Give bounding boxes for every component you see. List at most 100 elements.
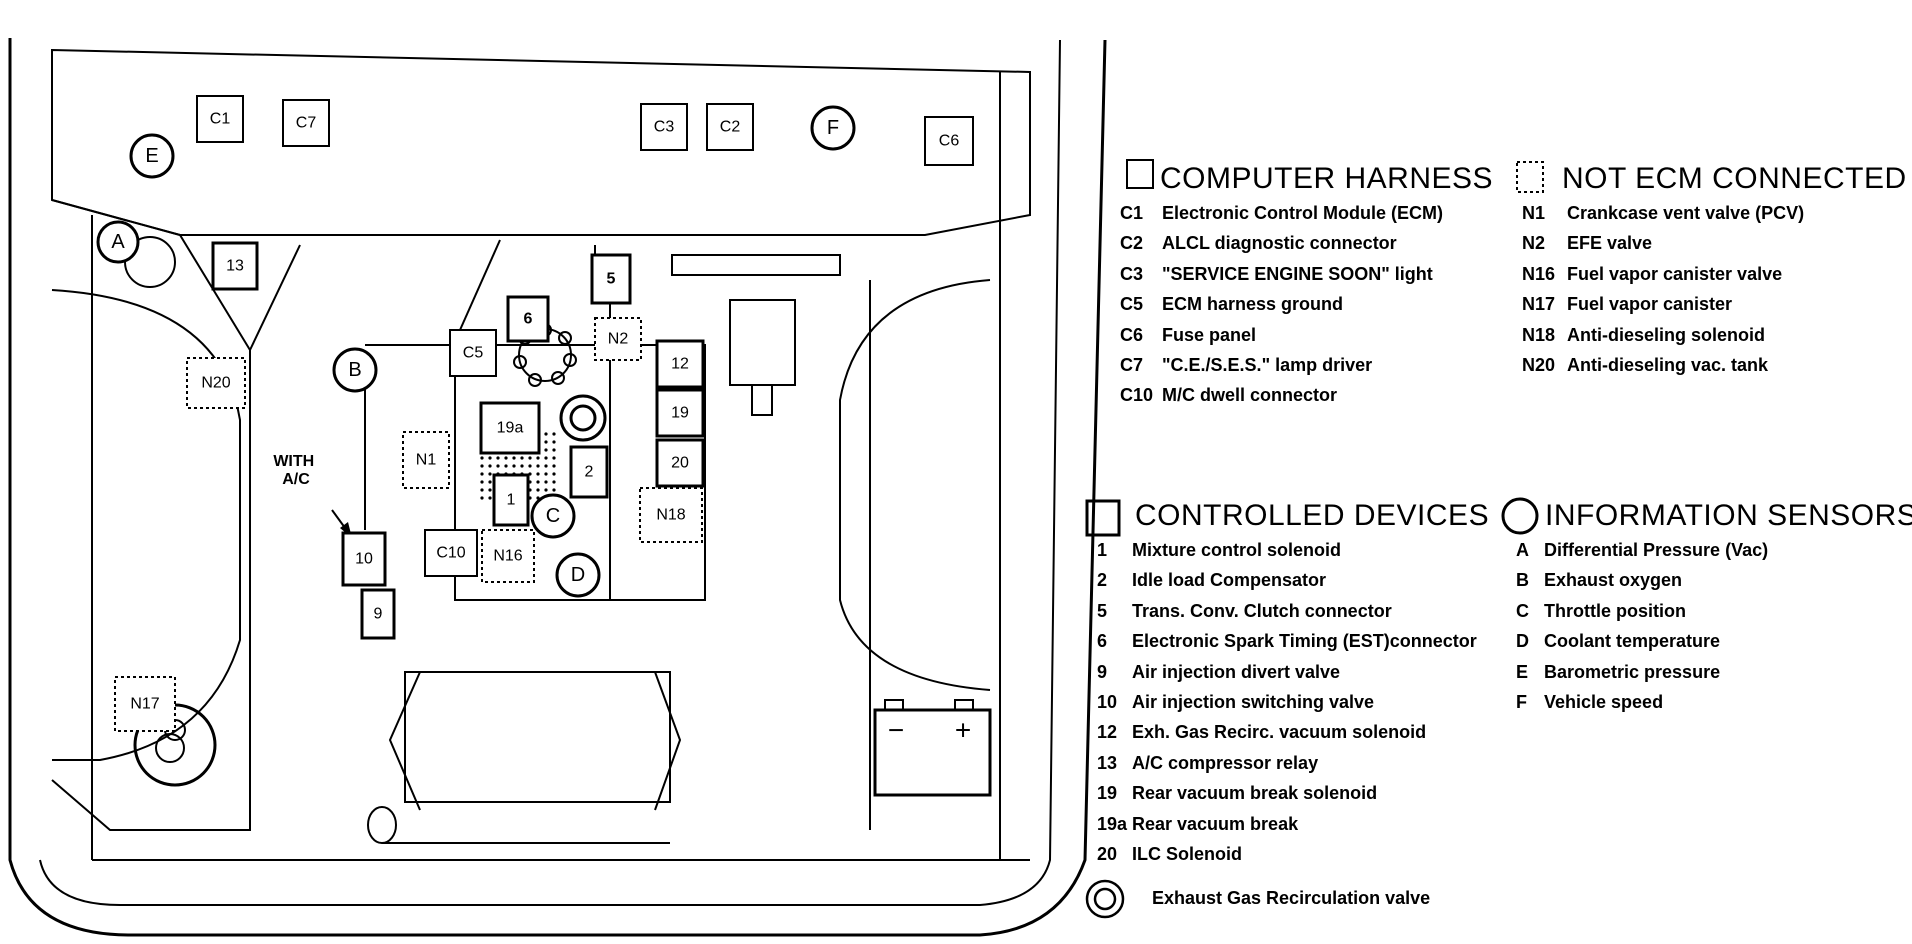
air-cleaner <box>404 671 671 803</box>
label-with-ac: WITH A/C <box>273 453 318 488</box>
legend-item-code: B <box>1516 570 1529 591</box>
label-c: C <box>546 505 560 527</box>
legend-circle-icon <box>1501 497 1539 535</box>
label-c7: C7 <box>296 115 317 132</box>
legend-item-code: C3 <box>1120 263 1144 284</box>
harness-line-c5 <box>459 239 501 331</box>
legend-item-text: A/C compressor relay <box>1132 752 1319 773</box>
legend-item-text: Fuse panel <box>1162 324 1257 345</box>
legend-item-code: C10 <box>1120 385 1154 406</box>
box-n17 <box>114 676 176 732</box>
label-c1: C1 <box>210 111 231 128</box>
label-d: D <box>571 564 585 586</box>
legend-title-not-ecm-connected: NOT ECM CONNECTED <box>1562 162 1907 195</box>
box-20 <box>655 438 705 488</box>
legend-item: A Differential Pressure (Vac) <box>1516 535 1768 565</box>
box-c2 <box>706 103 754 151</box>
circle-a <box>96 220 140 264</box>
legend-item-code: F <box>1516 691 1527 712</box>
legend-item-code: 13 <box>1097 752 1118 773</box>
legend-title-information-sensors: INFORMATION SENSORS <box>1545 499 1912 532</box>
legend-item-text: Anti-dieseling solenoid <box>1567 324 1766 345</box>
label-5: 5 <box>607 271 616 288</box>
circle-f <box>810 105 856 151</box>
egr-valve <box>559 394 607 442</box>
legend-item-text: Crankcase vent valve (PCV) <box>1567 203 1805 223</box>
legend-item-text: Exh. Gas Recirc. vacuum solenoid <box>1132 722 1427 743</box>
label-19: 19 <box>671 405 689 422</box>
legend-egr-note: Exhaust Gas Recirculation valve <box>1152 888 1431 908</box>
legend-item-text: Differential Pressure (Vac) <box>1544 540 1769 560</box>
legend-item-text: Electronic Control Module (ECM) <box>1162 203 1443 223</box>
legend-item-code: 5 <box>1097 600 1108 621</box>
legend-item-code: 1 <box>1097 540 1108 560</box>
legend-item-text: Electronic Spark Timing (EST)connector <box>1132 631 1477 652</box>
box-c7 <box>282 99 330 147</box>
label-with-ac-line1: WITH <box>273 453 314 470</box>
label-c3: C3 <box>654 119 675 136</box>
legend-item-code: 9 <box>1097 661 1108 682</box>
legend-item-text: Barometric pressure <box>1544 661 1721 682</box>
legend-item-code: N16 <box>1522 263 1556 284</box>
legend-item-code: N18 <box>1522 324 1556 345</box>
legend-item-text: Fuel vapor canister <box>1567 294 1733 315</box>
box-c10 <box>424 529 478 577</box>
label-20: 20 <box>671 455 689 472</box>
legend-item-code: A <box>1516 540 1529 560</box>
label-with-ac-line2: A/C <box>282 471 310 488</box>
label-13: 13 <box>226 258 244 275</box>
legend-item-text: Coolant temperature <box>1544 631 1721 652</box>
box-13 <box>211 241 259 291</box>
legend-item-text: Rear vacuum break solenoid <box>1132 783 1378 804</box>
legend-title-controlled-devices: CONTROLLED DEVICES <box>1135 499 1490 532</box>
legend-item-code: E <box>1516 661 1529 682</box>
right-fender-arc <box>839 279 991 691</box>
label-c6: C6 <box>939 133 960 150</box>
legend-item-text: Anti-dieseling vac. tank <box>1567 354 1769 375</box>
label-n16: N16 <box>493 548 522 565</box>
legend-item-text: Idle load Compensator <box>1132 570 1327 591</box>
vehicle-inner-outline <box>39 39 1061 906</box>
box-n18 <box>639 487 703 543</box>
label-n1: N1 <box>416 452 437 469</box>
label-batt-minus: − <box>888 715 904 746</box>
legend-item-text: Trans. Conv. Clutch connector <box>1132 600 1392 621</box>
legend-item-code: C7 <box>1120 354 1144 375</box>
legend-item-text: "SERVICE ENGINE SOON" light <box>1162 263 1433 284</box>
legend-item-code: 10 <box>1097 691 1118 712</box>
box-19a <box>479 401 541 455</box>
box-c5 <box>449 329 497 377</box>
legend-item-text: Throttle position <box>1544 600 1686 621</box>
legend-item: C1 Electronic Control Module (ECM) <box>1120 198 1443 228</box>
legend-item-text: EFE valve <box>1567 233 1653 254</box>
engine-bay-left <box>249 244 301 351</box>
box-2 <box>569 445 609 499</box>
legend-item-code: N20 <box>1522 354 1556 375</box>
legend-item-code: C1 <box>1120 203 1144 223</box>
box-n1 <box>402 431 450 489</box>
label-c10: C10 <box>436 545 465 562</box>
label-batt-plus: + <box>955 715 971 746</box>
box-6 <box>506 295 550 343</box>
label-19a: 19a <box>497 420 524 437</box>
label-1: 1 <box>507 492 516 509</box>
legend-item-code: 19a <box>1097 813 1128 834</box>
legend-item: E Barometric pressure <box>1516 657 1768 687</box>
legend-item: N18 Anti-dieseling solenoid <box>1522 320 1804 350</box>
legend-title-computer-harness: COMPUTER HARNESS <box>1160 162 1494 195</box>
